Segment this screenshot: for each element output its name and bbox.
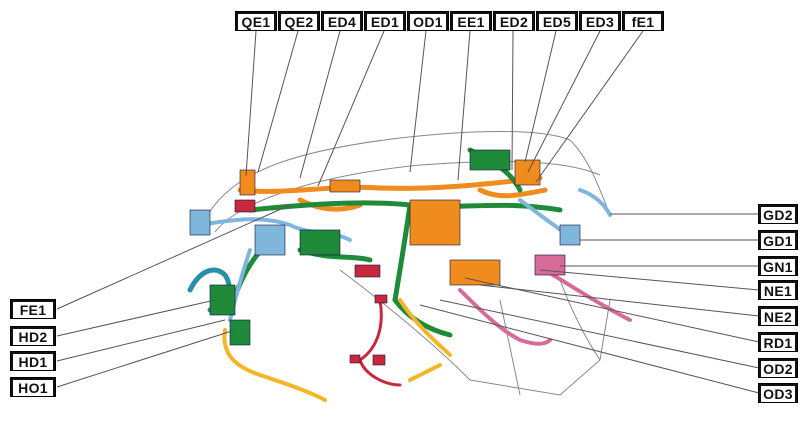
callout-GD1-text: GD1 bbox=[761, 233, 795, 249]
callout-GD1: GD1 bbox=[758, 230, 798, 250]
callout-RD1-text: RD1 bbox=[761, 335, 795, 351]
yellow-harness bbox=[222, 298, 452, 402]
callout-NE2-text: NE2 bbox=[761, 309, 795, 325]
callout-GN1-text: GN1 bbox=[761, 259, 795, 275]
callout-fE1: fE1 bbox=[622, 11, 664, 31]
callout-GD2: GD2 bbox=[758, 204, 798, 224]
callout-NE1-text: NE1 bbox=[761, 283, 795, 299]
callout-ED2-text: ED2 bbox=[496, 14, 532, 30]
callout-HO1: HO1 bbox=[10, 377, 56, 397]
callout-OD3-text: OD3 bbox=[761, 386, 795, 402]
callout-NE1: NE1 bbox=[758, 280, 798, 300]
callout-EE1-text: EE1 bbox=[453, 14, 489, 30]
callout-ED5: ED5 bbox=[536, 11, 578, 31]
callout-ED4-text: ED4 bbox=[324, 14, 360, 30]
orange-harness bbox=[237, 175, 548, 212]
callout-FE1-text: FE1 bbox=[13, 302, 53, 318]
callout-ED4: ED4 bbox=[321, 11, 363, 31]
callout-ED2: ED2 bbox=[493, 11, 535, 31]
callout-ED3: ED3 bbox=[579, 11, 621, 31]
connector-blocks bbox=[189, 149, 581, 366]
callout-HD2-text: HD2 bbox=[13, 329, 53, 345]
callout-GN1: GN1 bbox=[758, 256, 798, 276]
callout-ED1: ED1 bbox=[364, 11, 406, 31]
callout-ED1-text: ED1 bbox=[367, 14, 403, 30]
callout-FE1: FE1 bbox=[10, 299, 56, 319]
callout-RD1: RD1 bbox=[758, 332, 798, 352]
callout-ED3-text: ED3 bbox=[582, 14, 618, 30]
callout-EE1: EE1 bbox=[450, 11, 492, 31]
callout-OD3: OD3 bbox=[758, 383, 798, 403]
callout-HD1-text: HD1 bbox=[13, 354, 53, 370]
callout-QE1-text: QE1 bbox=[238, 14, 274, 30]
callout-NE2: NE2 bbox=[758, 306, 798, 326]
callout-QE2-text: QE2 bbox=[281, 14, 317, 30]
callout-ED5-text: ED5 bbox=[539, 14, 575, 30]
callout-OD2: OD2 bbox=[758, 358, 798, 378]
callout-HD1: HD1 bbox=[10, 351, 56, 371]
leader-lines bbox=[56, 30, 760, 394]
callout-fE1-text: fE1 bbox=[625, 14, 661, 30]
callout-HO1-text: HO1 bbox=[13, 380, 53, 396]
callout-OD1-text: OD1 bbox=[410, 14, 446, 30]
callout-OD1: OD1 bbox=[407, 11, 449, 31]
callout-GD2-text: GD2 bbox=[761, 207, 795, 223]
callout-QE1: QE1 bbox=[235, 11, 277, 31]
callout-QE2: QE2 bbox=[278, 11, 320, 31]
callout-HD2: HD2 bbox=[10, 326, 56, 346]
callout-OD2-text: OD2 bbox=[761, 361, 795, 377]
